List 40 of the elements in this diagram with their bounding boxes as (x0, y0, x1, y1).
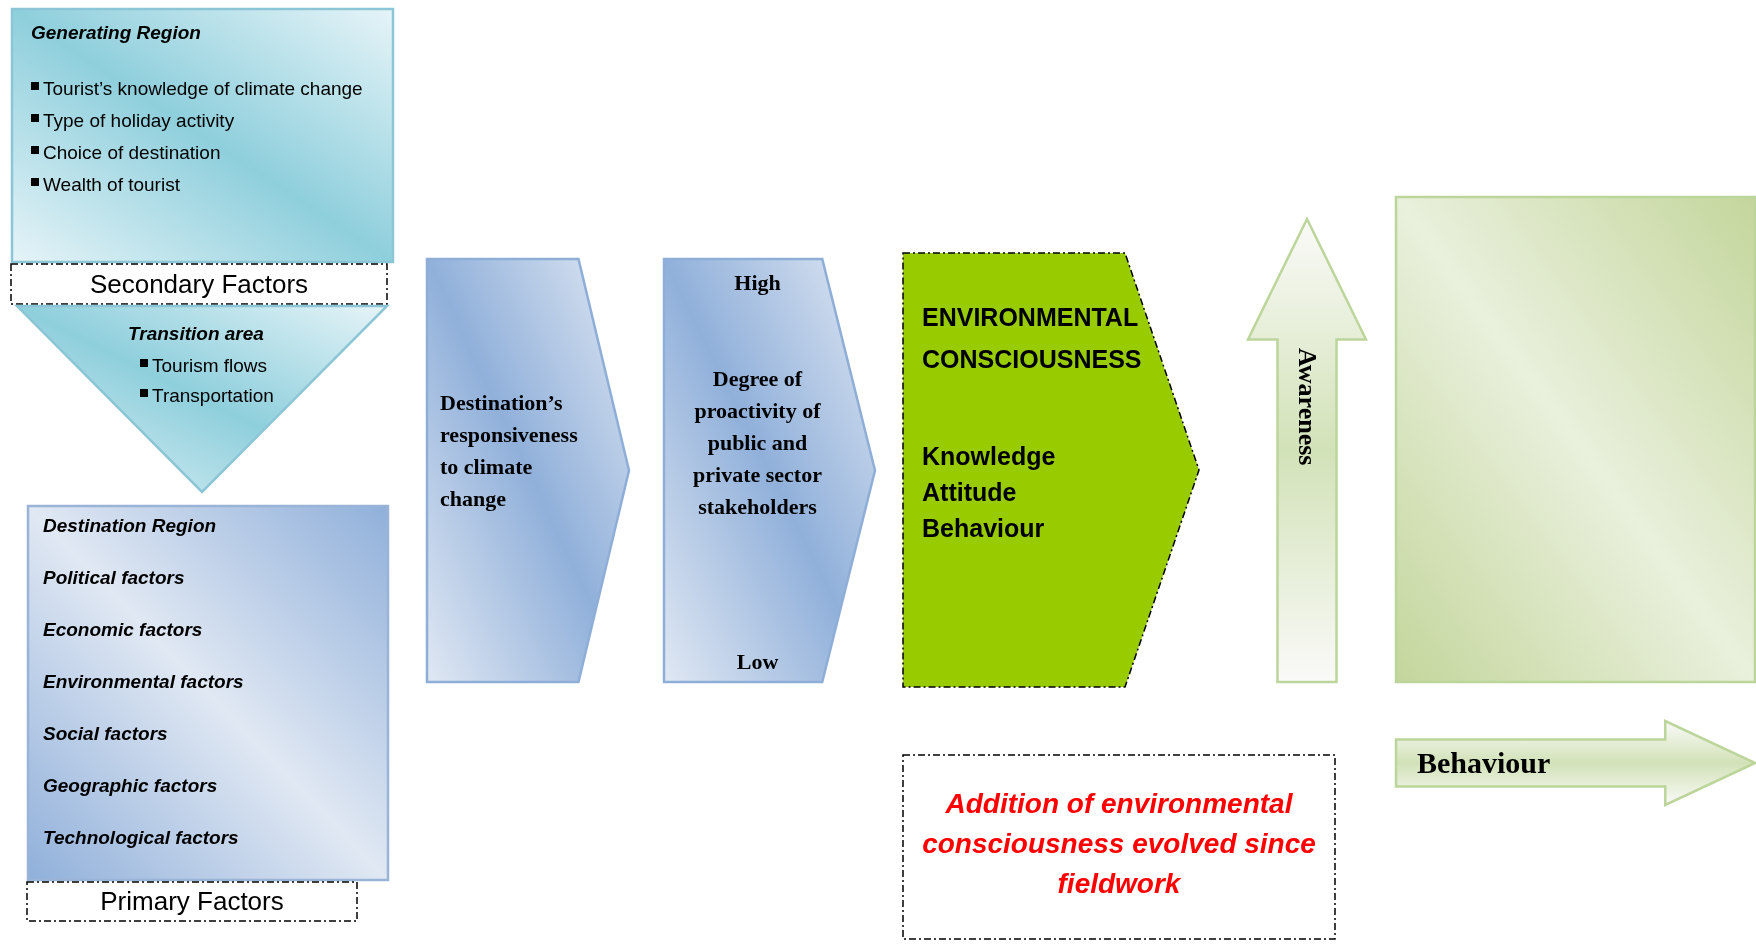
chevron-label: Degree of proactivity of public and private sector stakeholders (692, 364, 823, 521)
scale-label: High (734, 270, 781, 296)
region-heading: Generating Region (31, 22, 202, 44)
region-heading: Destination Region (43, 515, 218, 537)
scale-label: Low (736, 649, 779, 675)
note-text: Addition of environmental consciousness evolved since fieldwork (921, 787, 1317, 901)
area-heading: Transition area (128, 323, 265, 345)
bullet-item: Type of holiday activity (43, 110, 235, 131)
chevron-heading: ENVIRONMENTAL CONSCIOUSNESS (922, 302, 1142, 375)
chevron-shape (902, 252, 1200, 688)
factor-item: Economic factors (43, 619, 204, 641)
matrix-panel (1395, 196, 1756, 683)
bullet-item: Choice of destination (43, 142, 221, 163)
right-arrow (1395, 720, 1756, 806)
factor-item: Social factors (43, 723, 169, 745)
group-caption: Primary Factors (100, 886, 284, 917)
caption-box (10, 263, 388, 305)
axis-label: Awareness (1292, 348, 1322, 466)
caption-box (26, 881, 358, 922)
chevron-shape (663, 258, 876, 683)
chevron-shape (426, 258, 630, 683)
transition-triangle (16, 305, 388, 493)
factor-item: Political factors (43, 567, 186, 589)
chevron-item: Knowledge (922, 441, 1057, 472)
region-box (11, 8, 394, 263)
note-box (902, 754, 1336, 940)
bullet-item: Tourism flows (152, 355, 268, 376)
chevron-item: Behaviour (922, 513, 1046, 544)
bullet-item: Tourist’s knowledge of climate change (43, 78, 363, 99)
group-caption: Secondary Factors (89, 268, 309, 300)
axis-label: Behaviour (1417, 746, 1552, 780)
bullet-item: Wealth of tourist (43, 174, 180, 195)
up-arrow (1247, 218, 1367, 683)
bullet-item: Transportation (152, 385, 274, 406)
factor-item: Environmental factors (43, 671, 245, 693)
factor-item: Technological factors (43, 827, 240, 849)
chevron-item: Attitude (922, 477, 1018, 508)
chevron-label: Destination’s responsiveness to climate change (440, 388, 579, 513)
region-box (27, 505, 389, 881)
factor-item: Geographic factors (43, 775, 219, 797)
